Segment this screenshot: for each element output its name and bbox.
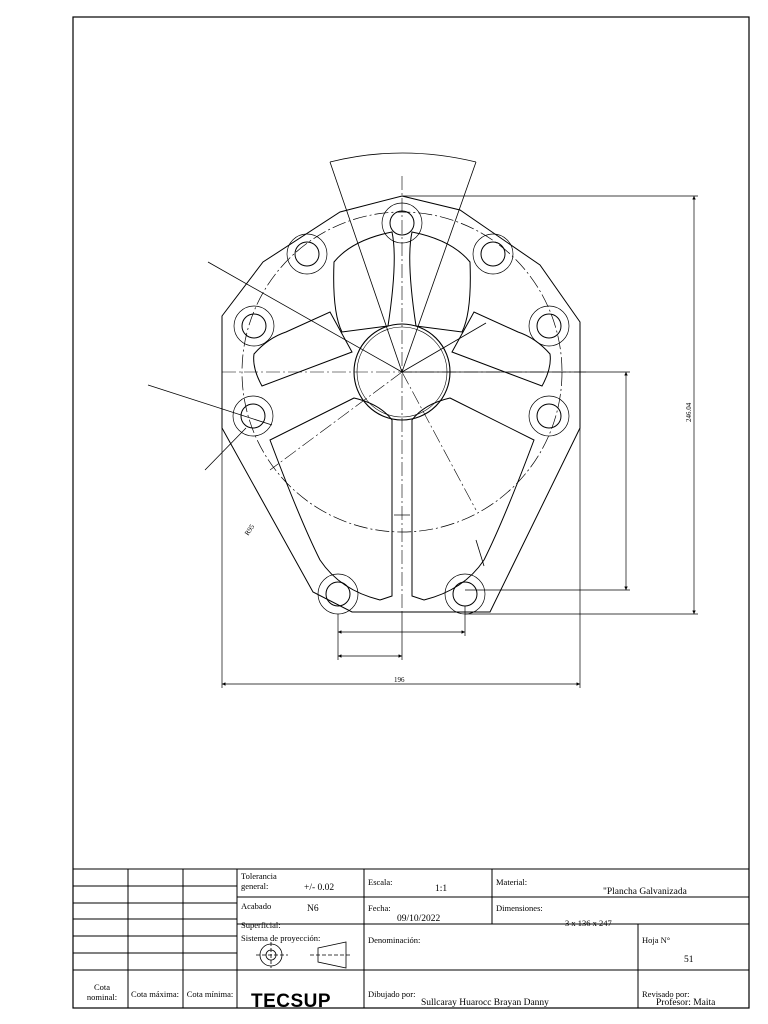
tolerancia-value: +/- 0.02 <box>304 883 335 893</box>
hoja-label: Hoja N° <box>642 935 671 945</box>
dimensiones-value: 3 x 136 x 247 <box>565 918 612 928</box>
escala-value: 1:1 <box>435 884 448 894</box>
dibujado-label: Dibujado por: <box>368 989 416 999</box>
hoja-value: 51 <box>684 955 694 965</box>
fecha-value: 09/10/2022 <box>397 914 441 924</box>
leader-lines <box>147 161 487 567</box>
escala-label: Escala: <box>368 877 393 887</box>
tolerancia-label: Tolerancia general: <box>241 871 277 891</box>
dibujado-value: Sullcaray Huarocc Brayan Danny <box>421 998 549 1008</box>
material-label: Material: <box>496 877 528 887</box>
width-dimension-text: 196 <box>394 676 405 684</box>
center-lines <box>222 176 586 612</box>
bolt-hole-bosses <box>232 202 570 615</box>
acabado-value: N6 <box>307 904 319 914</box>
revisado-label: Revisado por: <box>642 989 690 999</box>
dimension-lines <box>221 195 698 688</box>
cota-maxima-header: Cota máxima: <box>131 989 179 999</box>
tecsup-logo: TECSUP <box>251 991 332 1012</box>
part-view: 196 246.04 R95 <box>147 152 698 688</box>
acabado-label: Acabado Superficial: <box>241 901 281 930</box>
radius-note: R95 <box>243 523 257 538</box>
cota-nominal-header: Cota nominal: <box>86 982 118 1002</box>
sheet-border <box>72 16 750 1009</box>
material-value: "Plancha Galvanizada <box>603 887 687 897</box>
dimensiones-label: Dimensiones: <box>496 903 543 913</box>
title-block-grid <box>73 868 749 1008</box>
height-dimension-text: 246.04 <box>685 402 693 422</box>
outer-contour <box>221 195 581 613</box>
fecha-label: Fecha: <box>368 903 391 913</box>
revisado-value: Profesor: Maita <box>656 998 716 1008</box>
denominacion-label: Denominación: <box>368 935 421 945</box>
sistema-proyeccion-label: Sistema de proyección: <box>241 933 321 943</box>
cota-minima-header: Cota mínima: <box>186 989 234 999</box>
projection-symbol-icon <box>256 941 352 969</box>
angle-dimension-arc <box>329 152 477 163</box>
bolt-holes <box>240 210 562 607</box>
